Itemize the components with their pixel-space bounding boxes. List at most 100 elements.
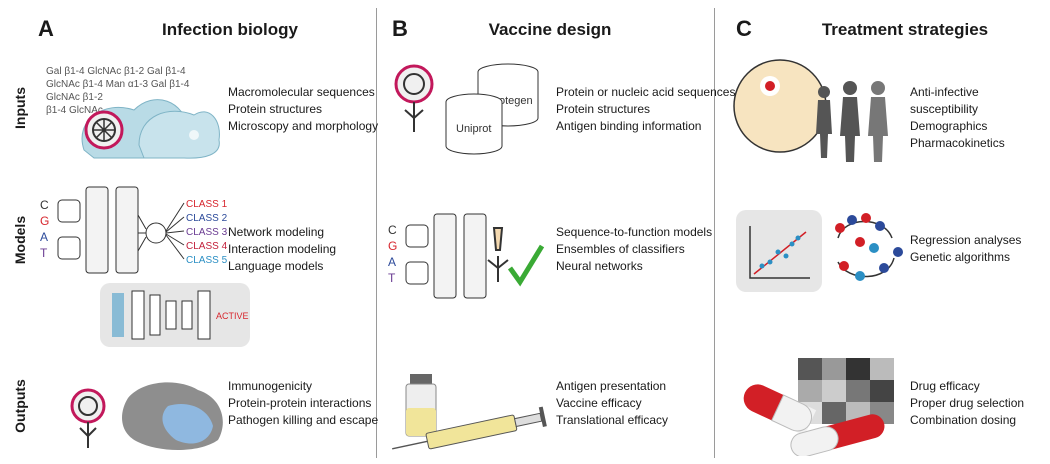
class-label: CLASS 2 <box>186 213 228 224</box>
database-1 <box>57 199 81 223</box>
panel-title-a: Infection biology <box>162 20 298 39</box>
sequence-letter: T <box>388 271 396 285</box>
panel-letter-c: C <box>736 16 752 41</box>
text-line: Antigen presentation <box>556 379 667 393</box>
row-label-inputs: Inputs <box>12 87 28 129</box>
text-line: Pharmacokinetics <box>910 136 1005 150</box>
vial-icon <box>405 374 437 437</box>
panel-letter-a: A <box>38 16 54 41</box>
genetic-algorithm-icon <box>835 213 903 281</box>
sequence-letter: C <box>40 198 49 212</box>
b-models-graphic: C G A T <box>388 213 545 299</box>
a-inputs-text: Macromolecular sequences Protein structu… <box>228 84 378 135</box>
a-models-graphic: C G A T CLASS 1 CLASS 2 CLASS 3 CLASS 4 … <box>40 186 250 347</box>
text-line: Network modeling <box>228 225 325 239</box>
text-line: Macromolecular sequences <box>228 85 375 99</box>
a-outputs-text: Immunogenicity Protein-protein interacti… <box>228 378 378 429</box>
panel-title-b: Vaccine design <box>488 20 612 39</box>
database-2 <box>57 236 81 260</box>
output-node <box>145 222 167 244</box>
a-inputs-graphic: Gal β1-4 GlcNAc β1-2 Gal β1-4 GlcNAc β1-… <box>46 66 220 159</box>
class-label: CLASS 1 <box>186 199 228 210</box>
divider-left <box>376 8 377 458</box>
petri-dish-icon <box>733 59 827 153</box>
c-models-graphic <box>736 210 903 292</box>
text-line: Protein structures <box>228 102 323 116</box>
heatmap-icon <box>798 358 894 424</box>
glycan-line-3: GlcNAc β1-2 <box>46 92 103 103</box>
c-models-text: Regression analyses Genetic algorithms <box>910 232 1021 266</box>
glycan-line-2: GlcNAc β1-4 Man α1-3 Gal β1-4 <box>46 79 190 90</box>
sequence-letter: A <box>40 230 48 244</box>
text-line: Anti-infective susceptibility <box>910 85 979 116</box>
text-line: Vaccine efficacy <box>556 396 642 410</box>
antibody-icon <box>487 227 509 282</box>
sequence-letter: T <box>40 246 48 260</box>
sequence-letter: G <box>40 214 49 228</box>
sequence-letter: C <box>388 223 397 237</box>
b-outputs-graphic <box>392 374 547 450</box>
cell-shape-2 <box>138 110 220 159</box>
text-line: Immunogenicity <box>228 379 313 393</box>
network-layer-1 <box>85 186 109 274</box>
text-line: Proper drug selection <box>910 396 1025 410</box>
text-line: Microscopy and morphology <box>228 119 379 133</box>
c-inputs-text: Anti-infective susceptibility Demographi… <box>910 84 1050 152</box>
virus-icon <box>84 110 124 150</box>
c-outputs-text: Drug efficacy Proper drug selection Comb… <box>910 378 1024 429</box>
pill-capsule-icon <box>790 414 885 456</box>
database-1 <box>405 224 429 248</box>
text-line: Ensembles of classifiers <box>556 242 685 256</box>
sequence-letter: A <box>388 255 396 269</box>
a-models-text: Network modeling Interaction modeling La… <box>228 224 336 275</box>
text-line: Protein-protein interactions <box>228 396 372 410</box>
text-line: Protein or nucleic acid sequences <box>556 85 736 99</box>
text-line: Demographics <box>910 119 988 133</box>
panel-letter-b: B <box>392 16 408 41</box>
row-label-models: Models <box>12 215 28 265</box>
a-outputs-graphic <box>70 382 223 450</box>
text-line: Drug efficacy <box>910 379 980 393</box>
network-layer-1 <box>433 213 457 299</box>
active-label: ACTIVE <box>216 311 249 321</box>
network-layer-2 <box>463 213 487 299</box>
c-inputs-graphic <box>733 59 888 162</box>
divider-right <box>714 8 715 458</box>
glycan-line-4: β1-4 GlcNAc <box>46 105 103 116</box>
c-outputs-graphic <box>743 358 894 456</box>
class-label: CLASS 4 <box>186 241 228 252</box>
class-label: CLASS 3 <box>186 227 228 238</box>
protein-binding-region <box>162 404 213 444</box>
text-line: Combination dosing <box>910 413 1017 427</box>
panel-title-c: Treatment strategies <box>821 20 989 39</box>
text-line: Neural networks <box>556 259 643 273</box>
pill-capsule-icon <box>743 384 817 436</box>
text-line: Protein structures <box>556 102 651 116</box>
database-label-uniprot: Uniprot <box>456 123 491 135</box>
virus-antibody-icon <box>70 388 106 448</box>
text-line: Antigen binding information <box>556 119 702 133</box>
text-line: Language models <box>228 259 324 273</box>
b-outputs-text: Antigen presentation Vaccine efficacy Tr… <box>556 378 668 429</box>
virus-antibody-icon <box>394 64 434 132</box>
text-line: Translational efficacy <box>556 413 669 427</box>
text-line: Regression analyses <box>910 233 1022 247</box>
text-line: Genetic algorithms <box>910 250 1011 264</box>
network-layer-2 <box>115 186 139 274</box>
text-line: Interaction modeling <box>228 242 337 256</box>
text-line: Pathogen killing and escape <box>228 413 379 427</box>
checkmark-icon <box>507 244 545 287</box>
b-inputs-graphic: Protegen Uniprot <box>394 63 539 155</box>
class-label: CLASS 5 <box>186 255 228 266</box>
database-2 <box>405 261 429 285</box>
glycan-line-1: Gal β1-4 GlcNAc β1-2 Gal β1-4 <box>46 66 186 77</box>
row-label-outputs: Outputs <box>12 379 28 433</box>
syringe-icon <box>392 406 547 450</box>
b-inputs-text: Protein or nucleic acid sequences Protei… <box>556 84 735 135</box>
human-figures-icon <box>816 81 888 162</box>
sequence-letter: G <box>388 239 397 253</box>
database-uniprot-icon: Uniprot <box>445 93 503 155</box>
cell-nucleus <box>189 130 199 140</box>
text-line: Sequence-to-function models <box>556 225 713 239</box>
b-models-text: Sequence-to-function models Ensembles of… <box>556 224 712 275</box>
